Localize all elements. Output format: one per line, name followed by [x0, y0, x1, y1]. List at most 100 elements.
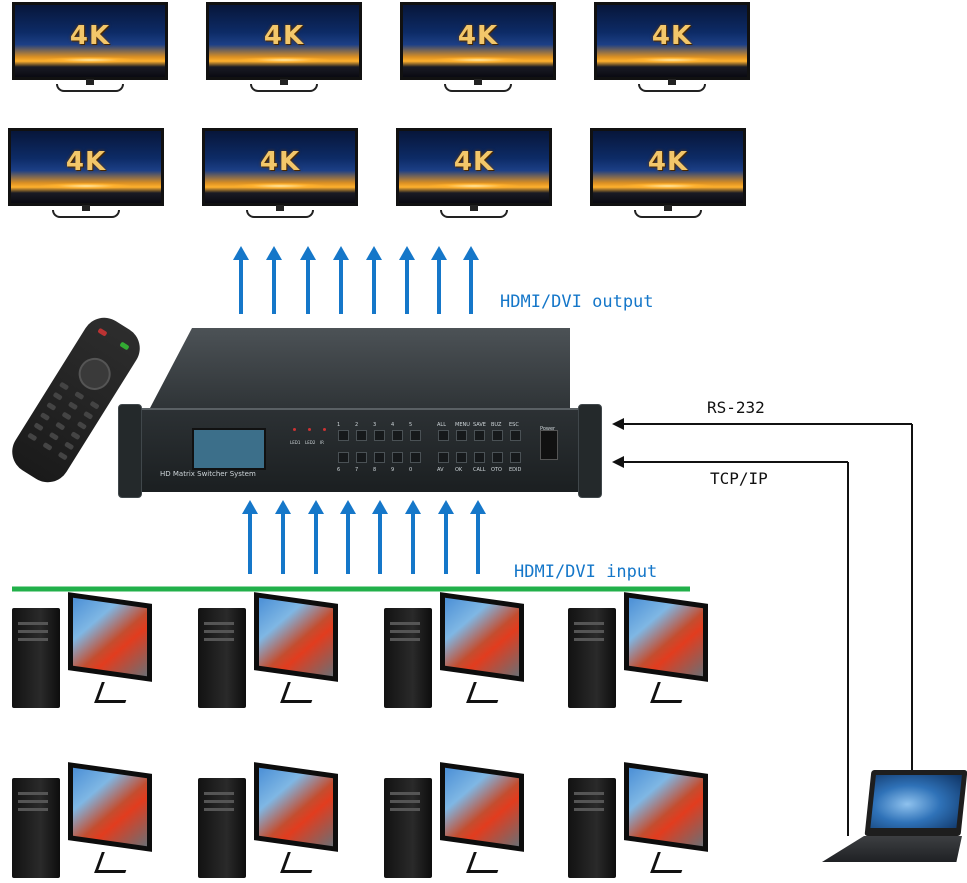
panel-button — [456, 430, 467, 441]
tv-4k-badge: 4K — [259, 147, 301, 177]
panel-button-label: 8 — [373, 467, 377, 473]
led-label: LED1 — [290, 440, 301, 445]
tv-4k-badge: 4K — [69, 21, 111, 51]
panel-button-label: 4 — [391, 422, 395, 428]
pc-monitor-stand — [466, 682, 505, 703]
tcpip-label: TCP/IP — [710, 469, 768, 488]
panel-button-label: MENU — [455, 422, 470, 428]
arrow-up — [399, 246, 415, 314]
tv-neck — [668, 79, 676, 85]
tv-display: 4K — [206, 2, 362, 102]
tv-neck — [470, 205, 478, 211]
pc-workstation — [198, 592, 338, 710]
pc-workstation — [384, 762, 524, 880]
pc-workstation — [384, 592, 524, 710]
tv-neck — [474, 79, 482, 85]
input-label: HDMI/DVI input — [514, 562, 658, 582]
panel-button-label: 6 — [337, 467, 341, 473]
tv-display: 4K — [202, 128, 358, 228]
led-dot — [323, 428, 326, 431]
panel-button — [392, 430, 403, 441]
arrow-up — [300, 246, 316, 314]
tv-screen: 4K — [400, 2, 556, 80]
panel-button — [356, 452, 367, 463]
arrow-up — [308, 500, 324, 574]
pc-monitor — [440, 762, 524, 852]
panel-button-label: AV — [437, 467, 444, 473]
panel-button-label: 9 — [391, 467, 395, 473]
panel-button — [492, 430, 503, 441]
arrow-up — [242, 500, 258, 574]
panel-button — [392, 452, 403, 463]
tv-display: 4K — [8, 128, 164, 228]
tv-screen: 4K — [12, 2, 168, 80]
pc-monitor-screen — [445, 597, 519, 677]
tv-screen: 4K — [590, 128, 746, 206]
matrix-switcher-top — [150, 328, 570, 408]
pc-monitor-screen — [73, 597, 147, 677]
arrow-up — [405, 500, 421, 574]
led-dot — [293, 428, 296, 431]
pc-monitor — [624, 762, 708, 852]
laptop-display — [870, 775, 962, 828]
panel-button-label: CALL — [473, 467, 486, 473]
tv-4k-badge: 4K — [65, 147, 107, 177]
pc-monitor-screen — [259, 767, 333, 847]
panel-button-label: 7 — [355, 467, 359, 473]
pc-workstation — [12, 762, 152, 880]
pc-tower — [198, 778, 246, 878]
pc-monitor-screen — [629, 767, 703, 847]
matrix-title: HD Matrix Switcher System — [160, 470, 256, 478]
panel-button-label: SAVE — [473, 422, 486, 428]
arrow-up — [463, 246, 479, 314]
tv-neck — [664, 205, 672, 211]
tv-screen: 4K — [202, 128, 358, 206]
pc-tower — [568, 608, 616, 708]
pc-monitor-stand — [466, 852, 505, 873]
panel-button — [410, 430, 421, 441]
power-switch — [540, 430, 558, 460]
panel-button-label: 0 — [409, 467, 413, 473]
panel-button — [374, 430, 385, 441]
panel-button — [374, 452, 385, 463]
pc-monitor-screen — [445, 767, 519, 847]
tv-4k-badge: 4K — [263, 21, 305, 51]
tv-screen: 4K — [206, 2, 362, 80]
panel-button-label: ALL — [437, 422, 446, 428]
pc-monitor-stand — [650, 852, 689, 873]
lcd-display — [192, 428, 266, 470]
tv-display: 4K — [594, 2, 750, 102]
panel-button-label: OTO — [491, 467, 502, 473]
pc-monitor-stand — [94, 682, 133, 703]
tv-display: 4K — [590, 128, 746, 228]
pc-monitor — [440, 592, 524, 682]
arrow-up — [372, 500, 388, 574]
tv-4k-badge: 4K — [457, 21, 499, 51]
panel-button-label: 2 — [355, 422, 359, 428]
panel-button — [356, 430, 367, 441]
tv-neck — [280, 79, 288, 85]
pc-tower — [568, 778, 616, 878]
pc-workstation — [568, 592, 708, 710]
tv-screen: 4K — [594, 2, 750, 80]
panel-button — [474, 430, 485, 441]
panel-button — [438, 452, 449, 463]
pc-monitor-stand — [280, 682, 319, 703]
output-label: HDMI/DVI output — [500, 292, 654, 312]
pc-monitor — [68, 762, 152, 852]
rs232-arrowhead — [612, 418, 624, 430]
pc-monitor — [624, 592, 708, 682]
panel-button-label: 1 — [337, 422, 341, 428]
pc-tower — [12, 608, 60, 708]
arrow-up — [266, 246, 282, 314]
pc-monitor — [68, 592, 152, 682]
pc-monitor-screen — [73, 767, 147, 847]
pc-monitor-screen — [259, 597, 333, 677]
tv-display: 4K — [400, 2, 556, 102]
panel-button — [410, 452, 421, 463]
tv-display: 4K — [12, 2, 168, 102]
arrow-up — [438, 500, 454, 574]
tv-4k-badge: 4K — [651, 21, 693, 51]
panel-button — [474, 452, 485, 463]
pc-tower — [384, 608, 432, 708]
